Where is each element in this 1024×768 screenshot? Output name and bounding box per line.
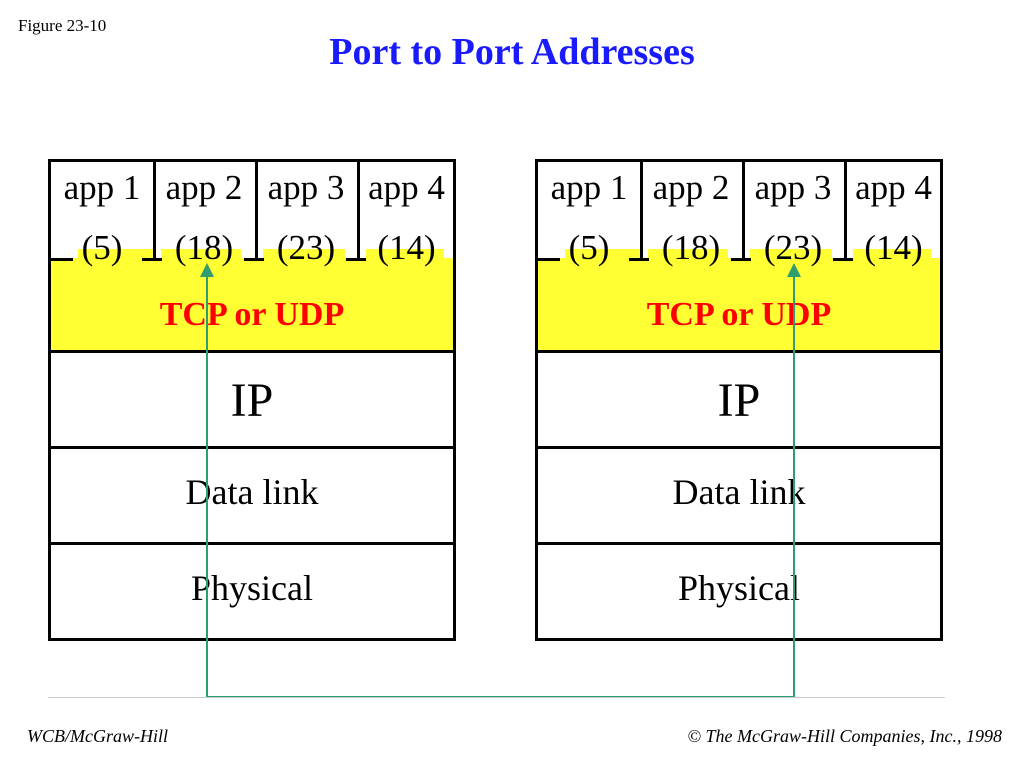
layer-label: Physical [678,568,800,608]
ip-layer: IP [48,353,456,449]
copyright-text: The McGraw-Hill Companies, Inc., 1998 [705,726,1002,746]
data-link-layer: Data link [48,449,456,545]
port-number: (23) [276,228,336,267]
app-name: app 2 [165,168,243,207]
path-line [206,275,795,698]
app-name: app 1 [63,168,141,207]
arrowhead-left-icon [200,263,214,277]
copyright-notice: © The McGraw-Hill Companies, Inc., 1998 [687,726,1002,747]
physical-layer: Physical [48,545,456,641]
layer-label: IP [717,374,761,427]
transport-label: TCP or UDP [159,296,345,333]
app-cell: app 4 (14) [357,162,456,267]
publisher-label: WCB/McGraw-Hill [27,726,168,746]
figure-label: Figure 23-10 [18,16,107,35]
app-name: app 2 [652,168,730,207]
page-title: Port to Port Addresses [329,31,695,73]
app-name: app 3 [754,168,832,207]
arrowhead-right-icon [787,263,801,277]
transport-label: TCP or UDP [646,296,832,333]
port-number: (18) [661,228,721,267]
port-number: (18) [174,228,234,267]
app-cell: app 3 (23) [255,162,357,267]
app-cell: app 2 (18) [153,162,255,267]
app-cell: app 1 (5) [51,162,153,267]
layer-label: Physical [191,568,313,608]
app-cell: app 2 (18) [640,162,742,267]
app-name: app 4 [368,168,445,207]
port-number: (5) [568,228,610,267]
application-row-right: app 1 (5) app 2 (18) app 3 (23) app 4 (1… [535,159,943,267]
transport-layer-right: TCP or UDP [535,258,943,353]
app-cell: app 4 (14) [844,162,943,267]
layer-label: Data link [672,472,806,512]
port-number: (5) [81,228,123,267]
port-number: (14) [377,228,436,267]
layer-label: IP [230,374,274,427]
protocol-stack-right: TCP or UDP app 1 (5) app 2 (18) app 3 (2… [535,159,943,641]
physical-layer: Physical [535,545,943,641]
ip-layer: IP [535,353,943,449]
application-row-left: app 1 (5) app 2 (18) app 3 (23) app 4 (1… [48,159,456,267]
footer-divider [48,697,945,698]
port-number: (23) [763,228,823,267]
transport-layer-left: TCP or UDP [48,258,456,353]
app-name: app 1 [550,168,628,207]
app-name: app 3 [267,168,345,207]
copyright-symbol: © [687,726,702,746]
app-cell: app 1 (5) [538,162,640,267]
data-link-layer: Data link [535,449,943,545]
app-name: app 4 [855,168,932,207]
port-number: (14) [864,228,923,267]
app-cell: app 3 (23) [742,162,844,267]
protocol-stack-left: TCP or UDP app 1 (5) app 2 (18) app 3 (2… [48,159,456,641]
